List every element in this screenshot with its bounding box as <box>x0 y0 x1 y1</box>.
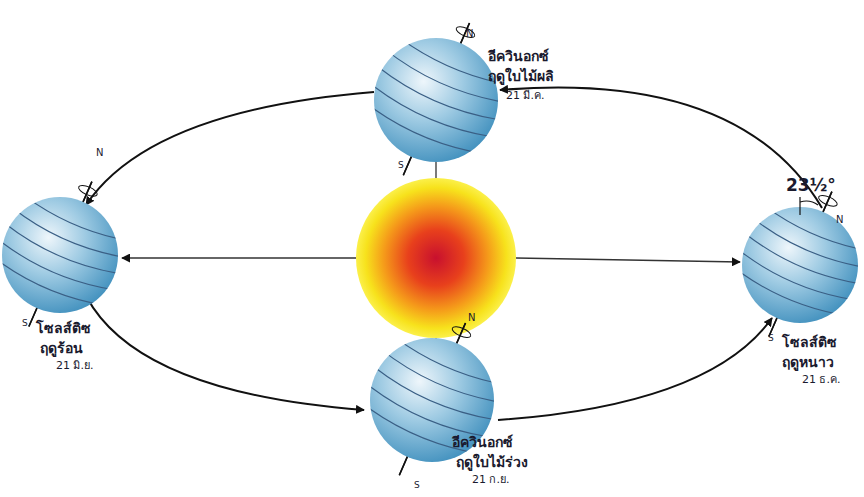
season-label: ฤดูหนาว <box>782 354 834 370</box>
earth <box>728 188 864 341</box>
tilt-angle-mark <box>800 197 818 215</box>
pole-letter: S <box>398 160 404 170</box>
pole-letter: N <box>96 147 103 159</box>
axis-top <box>20 178 101 331</box>
season-label: ฤดูใบไม้ร่วง <box>456 454 528 470</box>
season-label: 21 มี.ค. <box>506 90 545 103</box>
season-label: อีควินอกซ์ <box>452 434 513 450</box>
axis-stub <box>399 457 407 475</box>
pole-letter: S <box>22 318 28 328</box>
axis-stub <box>83 182 92 202</box>
season-label: 21 มิ.ย. <box>56 360 94 373</box>
latitude-line <box>9 208 128 266</box>
latitude-line <box>0 255 107 313</box>
latitude-line <box>16 192 135 250</box>
latitude-lines <box>728 202 864 324</box>
earths <box>0 19 864 479</box>
sun-ray <box>516 258 740 262</box>
sun-ray <box>122 257 356 258</box>
earth <box>0 178 134 331</box>
latitude-line <box>367 84 493 145</box>
pole-letter: S <box>768 333 774 343</box>
season-label: 23½° <box>786 176 836 196</box>
axis-stub <box>29 308 37 326</box>
season-label: 21 ก.ย. <box>472 474 510 487</box>
latitude-line <box>728 265 847 323</box>
season-label: ฤดูใบไม้ผลิ <box>488 68 554 84</box>
sun <box>356 178 516 338</box>
latitude-line <box>735 249 854 307</box>
season-label: โซลส์ติซ <box>782 334 837 350</box>
axis-stub <box>457 323 466 343</box>
latitude-line <box>377 349 503 410</box>
pole-letter: N <box>836 214 843 226</box>
latitude-line <box>374 66 500 127</box>
orbit-arc <box>86 92 374 205</box>
pole-letter: N <box>468 312 475 324</box>
latitude-group <box>0 192 134 314</box>
rotation-ellipse <box>817 193 839 208</box>
earth <box>359 19 515 179</box>
latitude-group <box>728 202 864 324</box>
latitude-line <box>370 366 496 427</box>
season-label: 21 ธ.ค. <box>802 374 841 387</box>
latitude-line <box>0 239 114 297</box>
pole-letter: N <box>466 28 473 40</box>
axis-stub <box>403 157 411 175</box>
latitude-line <box>756 202 864 260</box>
rotation-ellipse <box>77 183 99 198</box>
season-label: ฤดูร้อน <box>40 340 83 356</box>
latitude-line <box>355 401 481 462</box>
orbit-arc <box>500 87 822 208</box>
latitude-line <box>749 218 864 276</box>
latitude-line <box>2 223 121 281</box>
vertical-reference <box>799 197 800 215</box>
rotation-ellipse <box>451 324 473 339</box>
latitude-line <box>359 101 485 162</box>
orbit-arc <box>498 318 772 420</box>
axis-top <box>394 19 479 179</box>
angle-arc <box>800 201 818 205</box>
orbit-arc <box>74 262 364 410</box>
rotation-ellipse <box>455 24 477 39</box>
latitude-line <box>385 332 511 393</box>
season-label: โซลส์ติซ <box>36 320 91 336</box>
latitude-lines <box>0 192 134 314</box>
pole-letter: S <box>414 480 420 490</box>
latitude-line <box>742 233 861 291</box>
season-label: อีควินอกซ์ <box>488 48 549 64</box>
axis-top <box>760 188 841 341</box>
